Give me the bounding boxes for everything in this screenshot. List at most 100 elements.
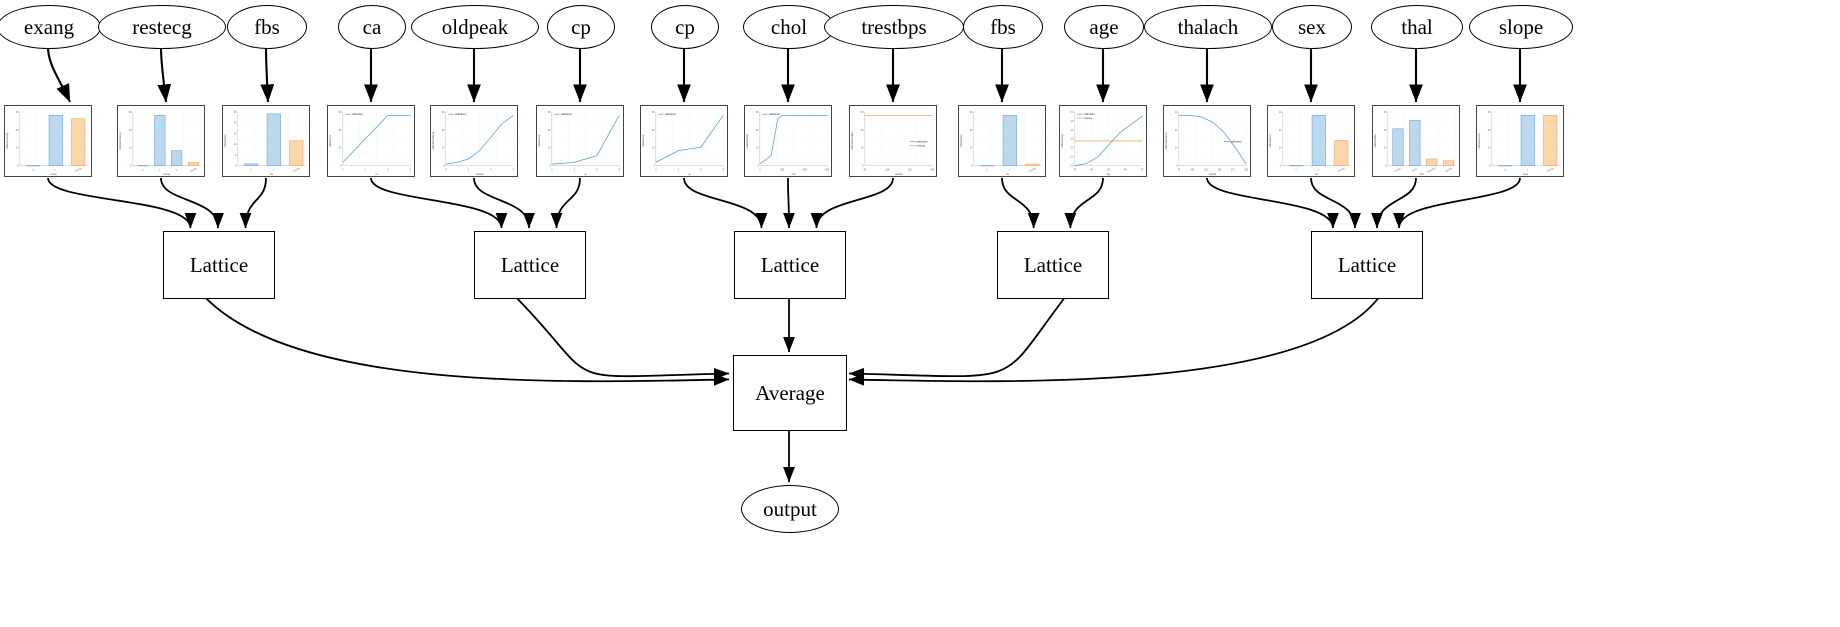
- svg-text:100: 100: [1190, 169, 1194, 171]
- svg-text:calibrated: calibrated: [916, 139, 928, 143]
- svg-text:0: 0: [971, 166, 973, 168]
- svg-text:missing: missing: [1547, 168, 1555, 174]
- svg-text:3: 3: [723, 169, 725, 171]
- average-node[interactable]: Average: [733, 355, 847, 431]
- lattice-node-0[interactable]: Lattice: [163, 231, 275, 299]
- svg-text:30: 30: [756, 112, 759, 114]
- output-node[interactable]: output: [741, 485, 839, 533]
- feature-node-label: oldpeak: [441, 14, 509, 39]
- feature-node-fbs[interactable]: fbs: [227, 5, 307, 49]
- svg-text:missing: missing: [75, 168, 83, 174]
- svg-text:0: 0: [130, 166, 132, 168]
- svg-text:calibrated: calibrated: [561, 112, 573, 116]
- feature-node-ca[interactable]: ca: [338, 5, 406, 49]
- feature-node-exang[interactable]: exang: [0, 5, 101, 49]
- svg-text:10: 10: [970, 148, 973, 150]
- svg-text:calibrated restecg: calibrated restecg: [119, 132, 122, 150]
- feature-node-cp[interactable]: cp: [547, 5, 615, 49]
- feature-node-label: fbs: [990, 14, 1016, 39]
- feature-node-sex[interactable]: sex: [1272, 5, 1352, 49]
- svg-text:70: 70: [1141, 169, 1144, 171]
- svg-text:0: 0: [142, 169, 145, 172]
- svg-text:calibrated ca: calibrated ca: [329, 134, 332, 147]
- feature-node-label: exang: [23, 14, 75, 39]
- svg-text:400: 400: [803, 169, 807, 171]
- feature-node-trestbps[interactable]: trestbps: [824, 5, 964, 49]
- svg-text:1: 1: [678, 169, 680, 171]
- svg-text:0: 0: [986, 169, 989, 172]
- svg-text:thal: thal: [1420, 173, 1424, 176]
- svg-text:2.5: 2.5: [1070, 157, 1074, 159]
- svg-text:0: 0: [549, 166, 551, 168]
- svg-text:calibrated slope: calibrated slope: [1478, 133, 1481, 149]
- svg-text:calibrated fbs: calibrated fbs: [960, 134, 963, 148]
- feature-node-thalach[interactable]: thalach: [1144, 5, 1272, 49]
- svg-text:cp: cp: [688, 174, 691, 176]
- svg-text:30: 30: [861, 112, 864, 114]
- svg-text:calibrated cp: calibrated cp: [642, 134, 645, 147]
- svg-text:30: 30: [1279, 112, 1282, 114]
- lattice-node-4[interactable]: Lattice: [1311, 231, 1423, 299]
- feature-node-cp[interactable]: cp: [651, 5, 719, 49]
- feature-node-fbs[interactable]: fbs: [963, 5, 1043, 49]
- feature-node-label: slope: [1498, 14, 1544, 39]
- svg-text:30: 30: [339, 112, 342, 114]
- lattice-node-3[interactable]: Lattice: [997, 231, 1109, 299]
- svg-text:10: 10: [1175, 148, 1178, 150]
- svg-text:10: 10: [1279, 148, 1282, 150]
- svg-text:10: 10: [1384, 148, 1387, 150]
- feature-node-label: chol: [770, 14, 808, 39]
- svg-text:0: 0: [342, 169, 344, 171]
- feature-node-age[interactable]: age: [1064, 5, 1144, 49]
- svg-text:3: 3: [619, 169, 621, 171]
- feature-node-chol[interactable]: chol: [743, 5, 835, 49]
- svg-text:4: 4: [490, 169, 492, 171]
- svg-text:6: 6: [513, 169, 515, 171]
- svg-text:1: 1: [273, 169, 276, 172]
- svg-text:50: 50: [864, 169, 867, 171]
- svg-text:0: 0: [340, 166, 342, 168]
- svg-text:0: 0: [757, 166, 759, 168]
- svg-text:10: 10: [548, 148, 551, 150]
- svg-text:ca: ca: [375, 174, 378, 176]
- lattice-node-1[interactable]: Lattice: [474, 231, 586, 299]
- feature-node-slope[interactable]: slope: [1469, 5, 1573, 49]
- svg-text:2: 2: [176, 169, 179, 172]
- svg-text:calibrated sex: calibrated sex: [1269, 133, 1272, 147]
- svg-text:thalach: thalach: [1209, 173, 1217, 176]
- lattice-node-2[interactable]: Lattice: [734, 231, 846, 299]
- feature-node-label: cp: [571, 14, 591, 39]
- svg-text:200: 200: [1244, 169, 1248, 171]
- svg-text:missing: missing: [1445, 168, 1453, 174]
- svg-text:150: 150: [1217, 169, 1221, 171]
- svg-text:1: 1: [1009, 169, 1012, 172]
- lattice-node-label: Lattice: [1337, 252, 1397, 277]
- svg-text:20: 20: [1279, 130, 1282, 132]
- svg-text:30: 30: [652, 112, 655, 114]
- feature-node-oldpeak[interactable]: oldpeak: [411, 5, 539, 49]
- feature-node-restecg[interactable]: restecg: [98, 5, 226, 49]
- svg-text:calibrated: calibrated: [455, 112, 467, 116]
- svg-text:0: 0: [653, 166, 655, 168]
- svg-text:trestbps: trestbps: [895, 173, 904, 176]
- svg-text:1: 1: [574, 169, 576, 171]
- svg-text:0: 0: [862, 166, 864, 168]
- svg-text:20: 20: [548, 130, 551, 132]
- svg-text:1: 1: [1318, 169, 1321, 172]
- feature-node-thal[interactable]: thal: [1371, 5, 1463, 49]
